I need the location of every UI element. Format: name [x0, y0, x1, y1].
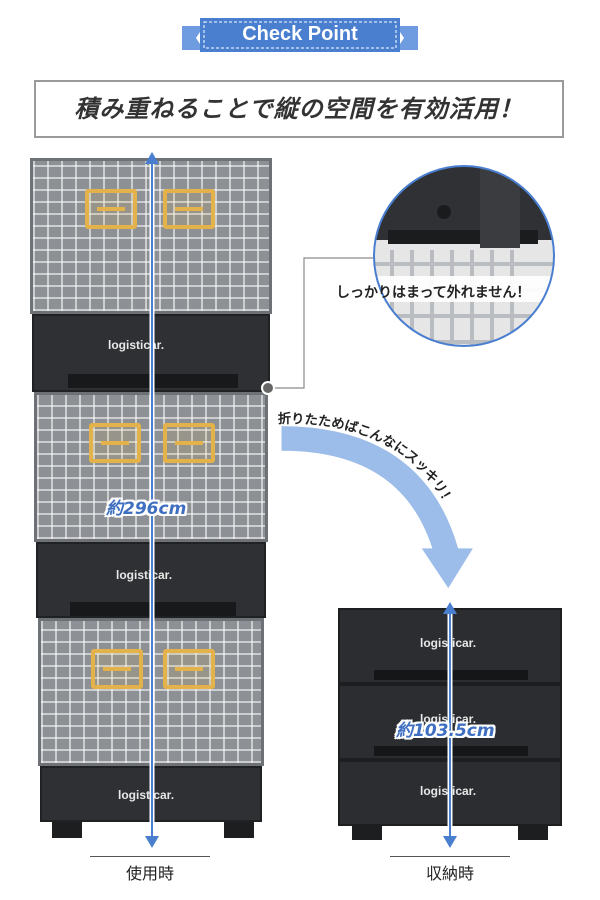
- stored-caption: 収納時: [425, 864, 474, 883]
- headline: 積み重ねることで縦の空間を有効活用！: [74, 95, 524, 123]
- stored-height-label: 約103.5cm: [396, 721, 495, 741]
- caption-divider: [90, 856, 210, 857]
- brand-logo: logisticar.: [116, 568, 173, 582]
- caption-divider: [390, 856, 510, 857]
- used-height-label: 約296cm: [106, 499, 187, 519]
- check-point-label: Check Point: [242, 23, 358, 45]
- check-point-ribbon: [182, 18, 418, 52]
- callout-text: しっかりはまって外れません！: [336, 285, 531, 301]
- crate-handle: [163, 189, 215, 229]
- brand-logo: logisticar.: [118, 788, 175, 802]
- zoom-detail-circle: [373, 165, 555, 347]
- crate-foot: [52, 822, 82, 838]
- crate-handle: [163, 423, 215, 463]
- crate-foot: [518, 826, 548, 840]
- used-caption: 使用時: [125, 864, 174, 883]
- callout-connector: [261, 257, 374, 395]
- crate-handle: [85, 189, 137, 229]
- crate-foot: [224, 822, 254, 838]
- fold-transition-arrow: 折りたためばこんなにスッキリ！: [278, 410, 473, 589]
- height-arrow-used: [145, 152, 159, 848]
- crate-handle: [91, 649, 143, 689]
- crate-handle: [89, 423, 141, 463]
- crate-handle: [163, 649, 215, 689]
- height-arrow-stored: [443, 602, 457, 848]
- headline-frame: [34, 80, 564, 138]
- crate-foot: [352, 826, 382, 840]
